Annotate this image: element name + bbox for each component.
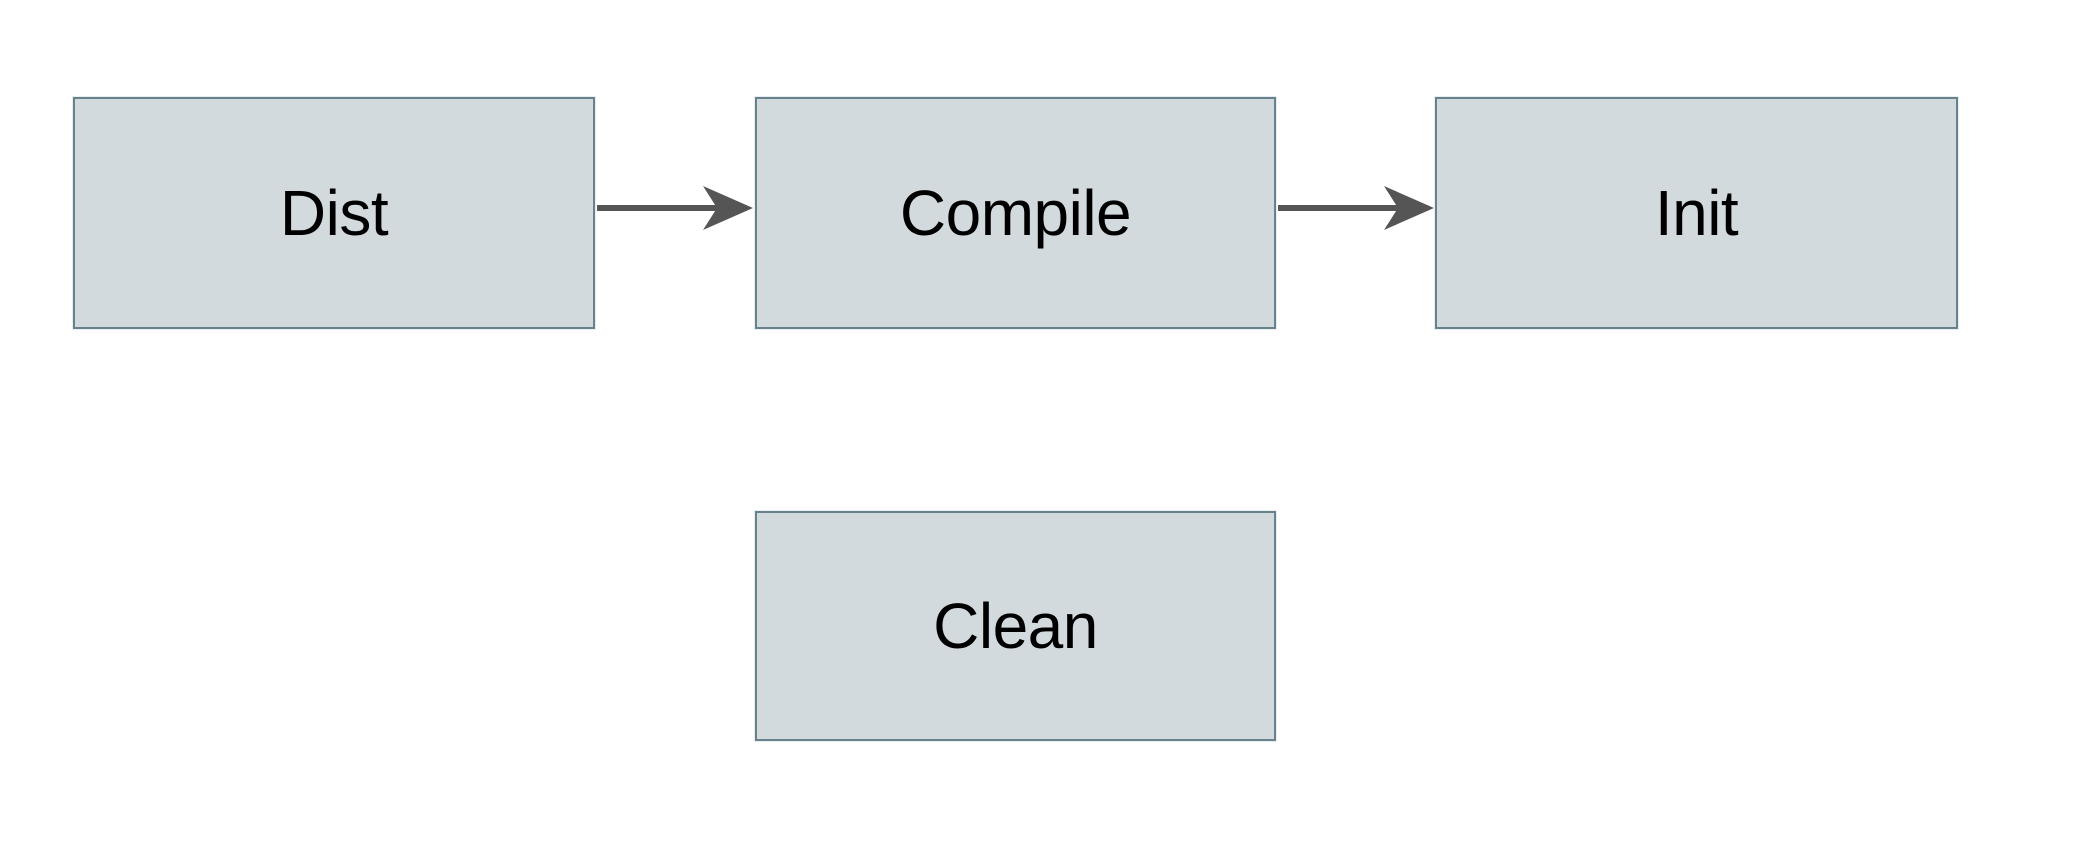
- node-compile[interactable]: Compile: [754, 96, 1277, 330]
- node-clean-label: Clean: [933, 590, 1098, 662]
- node-dist[interactable]: Dist: [72, 96, 596, 330]
- edge-dist-to-compile: [597, 178, 757, 238]
- arrowhead-icon: [1384, 186, 1434, 230]
- node-clean[interactable]: Clean: [754, 510, 1277, 742]
- node-dist-label: Dist: [279, 177, 389, 249]
- node-init[interactable]: Init: [1434, 96, 1959, 330]
- arrowhead-icon: [703, 186, 753, 230]
- edge-compile-to-init: [1278, 178, 1438, 238]
- node-init-label: Init: [1654, 177, 1739, 249]
- node-compile-label: Compile: [899, 177, 1132, 249]
